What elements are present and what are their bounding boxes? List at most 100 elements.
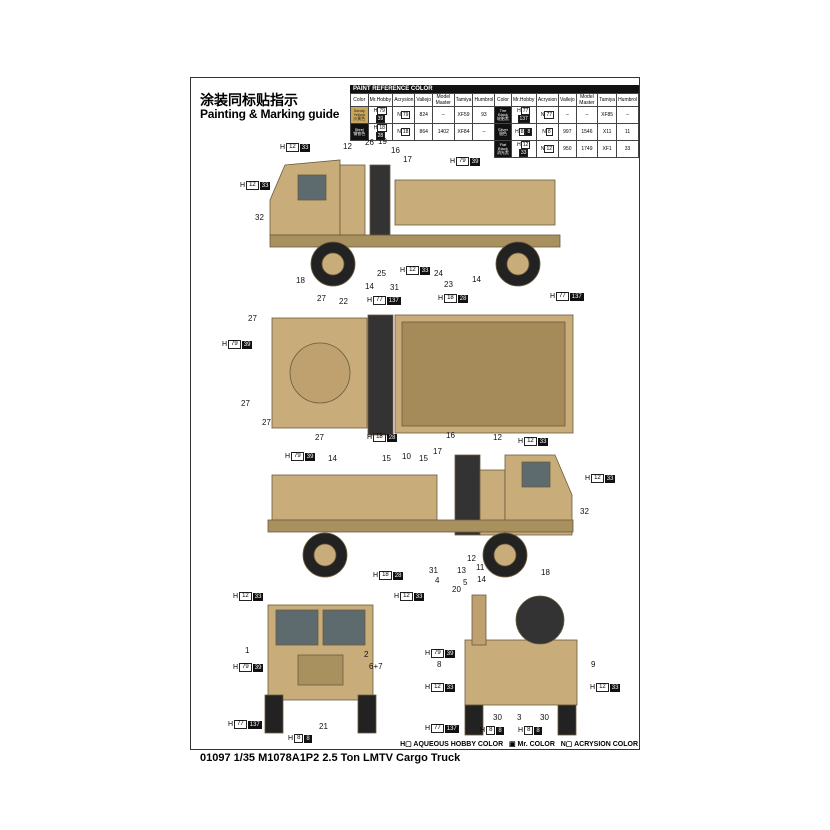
mr-color-code: 8 (304, 734, 312, 743)
aqueous-code: 77 (556, 292, 569, 301)
top-view (271, 314, 574, 436)
humbrol-code: 33 (616, 140, 639, 158)
mr-color-code: 8 (496, 726, 504, 735)
hobby-prefix: H (228, 721, 234, 728)
hobby-prefix: H (585, 475, 591, 482)
part-number-callout: 12 (493, 433, 502, 442)
aqueous-code: 12 (400, 592, 413, 601)
kit-title: 01097 1/35 M1078A1P2 2.5 Ton LMTV Cargo … (200, 752, 461, 764)
part-number-callout: 16 (391, 146, 400, 155)
aqueous-code: 8 (486, 726, 496, 735)
aqueous-code: 8 (524, 726, 534, 735)
part-number-callout: 14 (328, 454, 337, 463)
mr-color-code: 33 (604, 474, 616, 483)
mr-color-code: 137 (569, 292, 584, 301)
mr-color-code: 39 (252, 663, 264, 672)
aqueous-code: 12 (239, 592, 252, 601)
part-number-callout: 27 (262, 418, 271, 427)
mr-color-code: 33 (259, 181, 271, 190)
part-number-callout: 4 (435, 576, 440, 585)
hobby-prefix: H (518, 727, 524, 734)
hobby-prefix: H (367, 297, 373, 304)
aqueous-code: 12 (596, 683, 609, 692)
hobby-prefix: H (550, 293, 556, 300)
legend-mr-color: ▣ Mr. COLOR (508, 741, 555, 748)
vallejo-code: 864 (414, 123, 434, 141)
part-number-callout: 26 (365, 138, 374, 147)
part-number-callout: 13 (457, 566, 466, 575)
title-chinese: 涂装同标贴指示 (200, 93, 298, 109)
part-number-callout: 17 (403, 155, 412, 164)
hobby-prefix: H (373, 572, 379, 579)
side-view-left (269, 159, 561, 287)
part-number-callout: 18 (296, 276, 305, 285)
part-number-callout: 30 (493, 713, 502, 722)
aqueous-code: 77 (431, 724, 444, 733)
part-number-callout: 25 (377, 269, 386, 278)
side-view-right (267, 454, 574, 578)
mr-color-code: 28 (392, 571, 404, 580)
part-number-callout: 8 (437, 660, 442, 669)
part-number-callout: 27 (241, 399, 250, 408)
hobby-prefix: H (590, 684, 596, 691)
hobby-prefix: H (233, 593, 239, 600)
hobby-prefix: H (280, 144, 286, 151)
aqueous-code: 79 (291, 452, 304, 461)
hobby-prefix: H (480, 727, 486, 734)
hobby-prefix: H (394, 593, 400, 600)
part-number-callout: 27 (315, 433, 324, 442)
part-number-callout: 12 (343, 142, 352, 151)
title-english: Painting & Marking guide (200, 107, 340, 121)
vallejo-code: 997 (558, 123, 577, 141)
part-number-callout: 24 (434, 269, 443, 278)
mr-color-code: 8 (534, 726, 542, 735)
part-number-callout: 11 (476, 563, 485, 572)
mr-color-code: 33 (419, 266, 431, 275)
instruction-sheet-frame (190, 77, 640, 750)
part-number-callout: 23 (444, 280, 453, 289)
hobby-prefix: H (425, 684, 431, 691)
rear-view (464, 594, 578, 736)
mr-color-code: 39 (304, 452, 316, 461)
part-number-callout: 27 (317, 294, 326, 303)
legend-acrysion: N▢ ACRYSION COLOR (560, 741, 638, 748)
part-number-callout: 31 (429, 566, 438, 575)
part-number-callout: 31 (390, 283, 399, 292)
hobby-prefix: H (233, 664, 239, 671)
hobby-prefix: H (285, 453, 291, 460)
aqueous-code: 8 (294, 734, 304, 743)
mr-color-code: 137 (444, 724, 459, 733)
mr-color-code: 33 (413, 592, 425, 601)
part-number-callout: 14 (365, 282, 374, 291)
hobby-prefix: H (518, 438, 524, 445)
aqueous-code: 77 (373, 296, 386, 305)
aqueous-code: 12 (591, 474, 604, 483)
